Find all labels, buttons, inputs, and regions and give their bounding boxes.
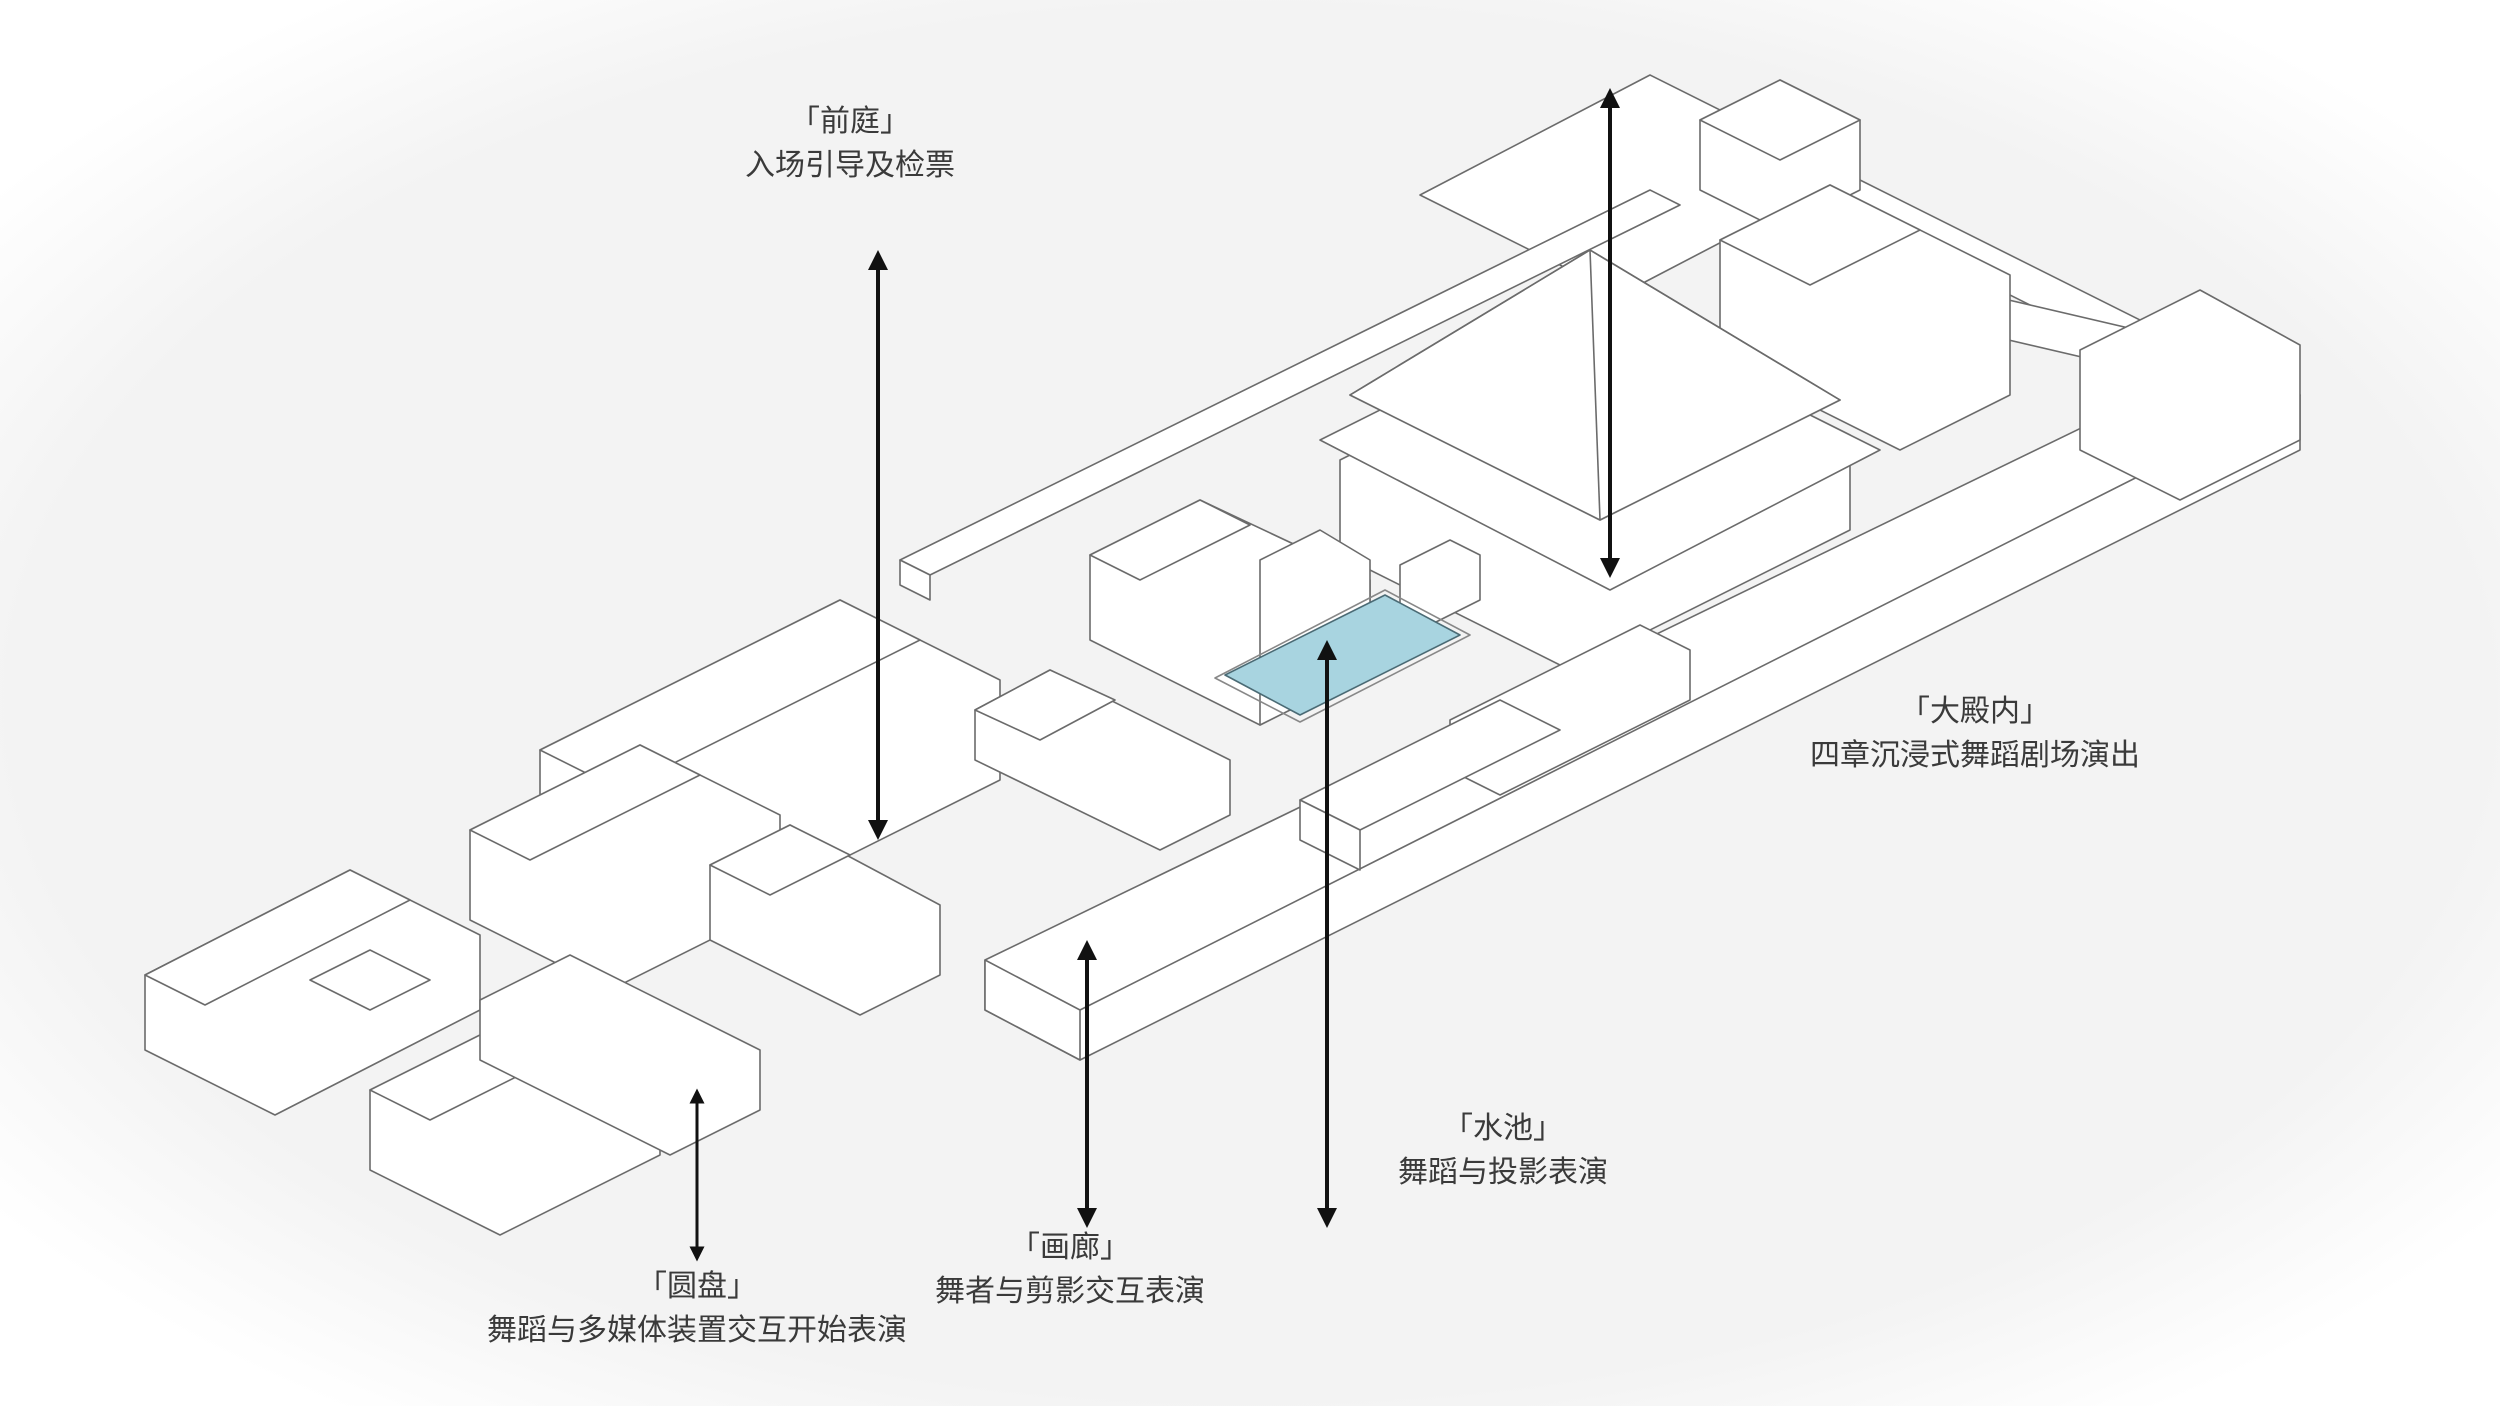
main-hall — [1319, 249, 1881, 671]
label-main-hall: 「大殿内」 四章沉浸式舞蹈剧场演出 — [1810, 690, 2140, 778]
round-stage-desc: 舞蹈与多媒体装置交互开始表演 — [487, 1313, 907, 1348]
label-pool: 「水池」 舞蹈与投影表演 — [1398, 1107, 1608, 1195]
gallery-title: 「画廊」 — [1010, 1230, 1130, 1265]
round-stage-title: 「圆盘」 — [637, 1269, 757, 1304]
main-hall-title: 「大殿内」 — [1900, 694, 2050, 729]
pool-title: 「水池」 — [1443, 1111, 1563, 1146]
main-hall-desc: 四章沉浸式舞蹈剧场演出 — [1810, 738, 2140, 773]
round-stage-block — [144, 869, 761, 1236]
water-pool — [1214, 589, 1471, 723]
middle-hall — [974, 669, 1231, 851]
forecourt-title: 「前庭」 — [790, 104, 910, 139]
south-hall-mid — [709, 824, 941, 1016]
label-gallery: 「画廊」 舞者与剪影交互表演 — [935, 1226, 1205, 1314]
forecourt-desc: 入场引导及检票 — [745, 148, 955, 183]
label-forecourt: 「前庭」 入场引导及检票 — [745, 100, 955, 188]
pool-desc: 舞蹈与投影表演 — [1398, 1155, 1608, 1190]
gallery-desc: 舞者与剪影交互表演 — [935, 1274, 1205, 1309]
label-round-stage: 「圆盘」 舞蹈与多媒体装置交互开始表演 — [487, 1265, 907, 1353]
